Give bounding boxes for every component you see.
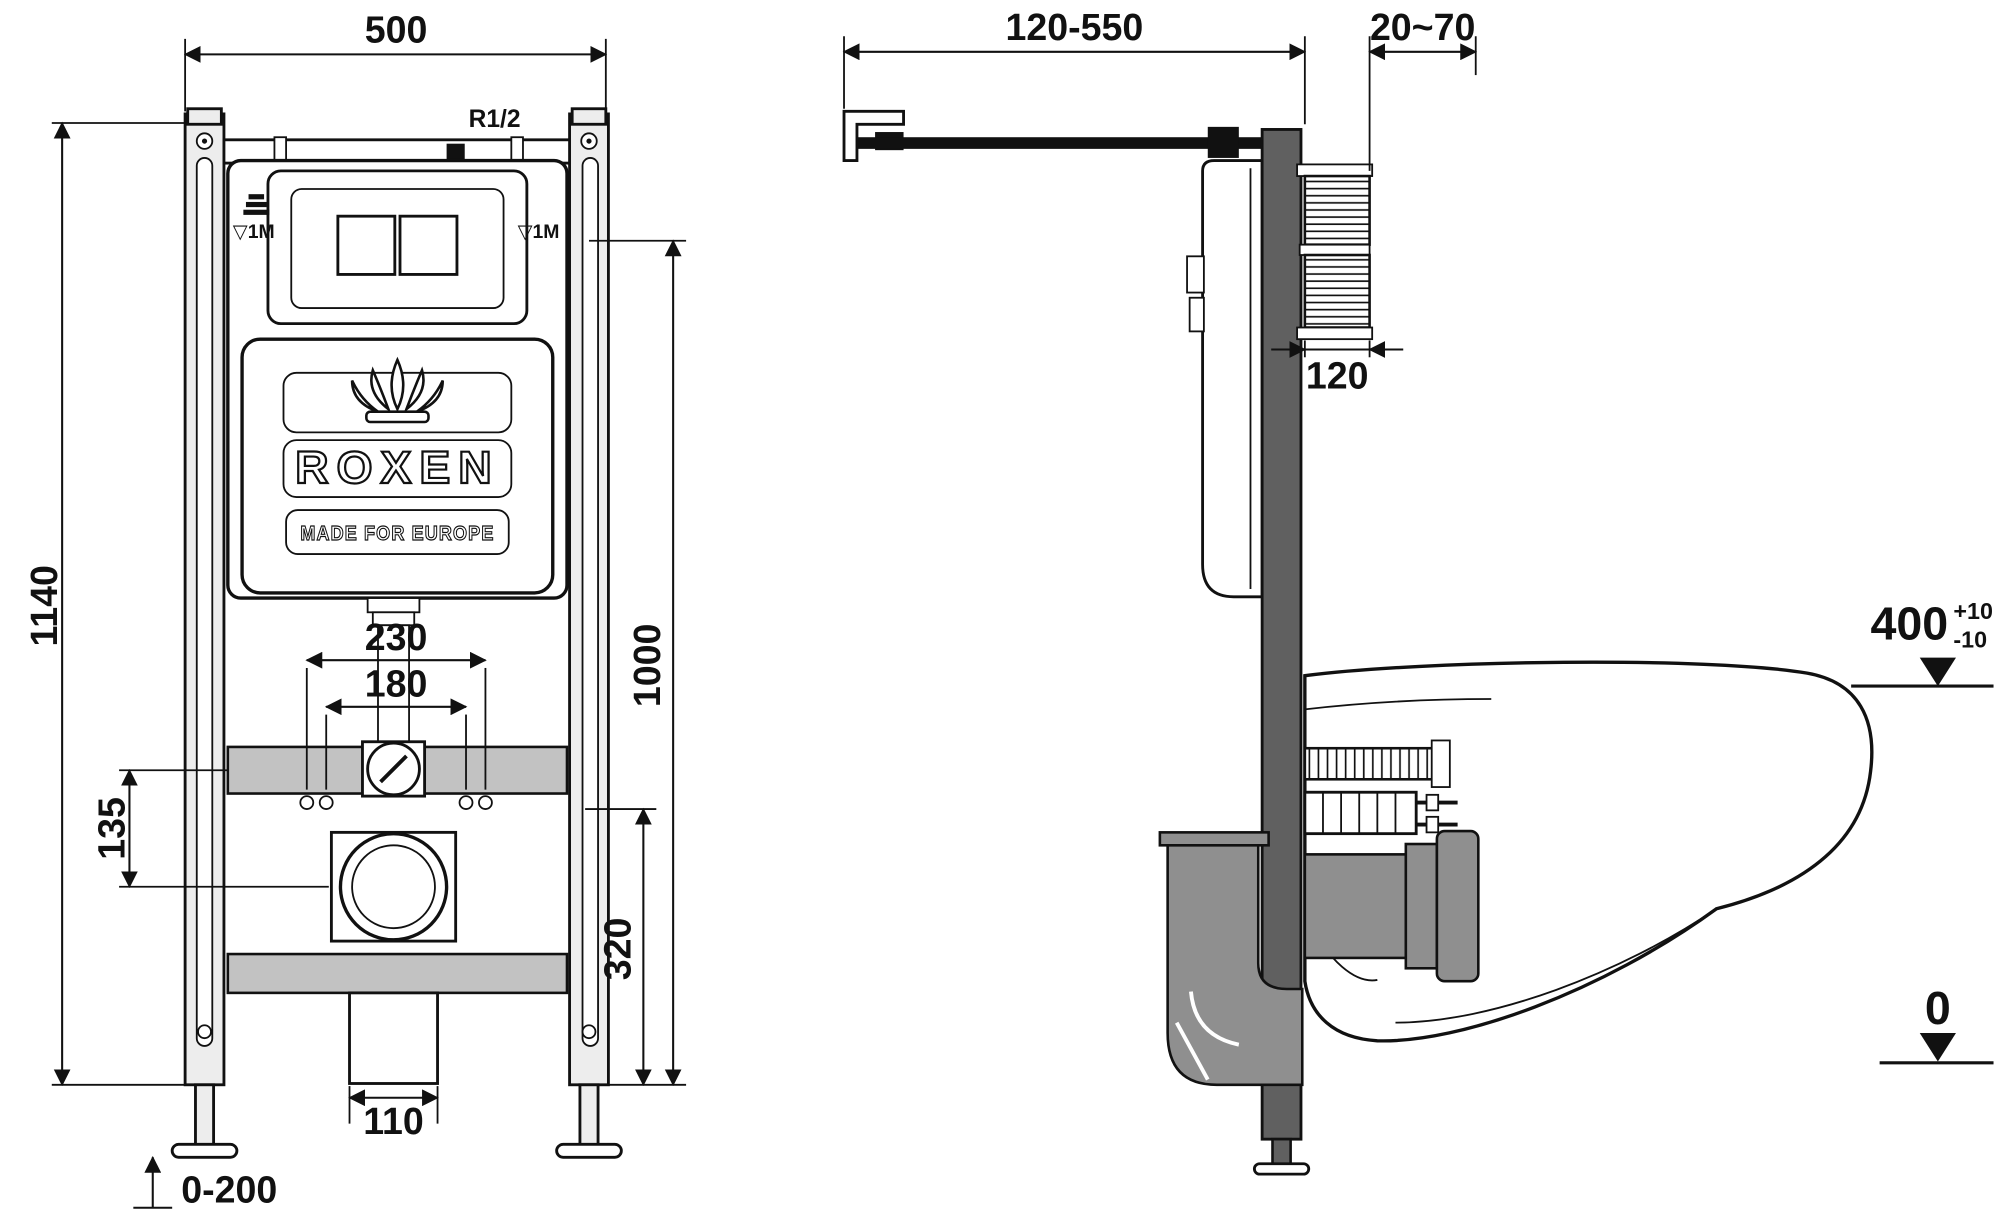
fixing-bolt-hole [458, 795, 474, 810]
drain-pipe-inner [351, 844, 436, 930]
water-mark-right-label: ▽1M [518, 221, 560, 243]
cistern-valve-tab [1186, 255, 1205, 294]
level-label: 400 [1870, 597, 1948, 649]
dim-label: 120-550 [1006, 6, 1144, 48]
flush-bend-spool [1296, 163, 1374, 341]
dim-height-320: 320 [585, 807, 657, 1087]
crown-icon [350, 356, 445, 424]
dim-label: 230 [365, 616, 428, 658]
flush-button-right [398, 214, 459, 276]
dim-180: 180 [324, 662, 468, 790]
level-tolerance-minus: -10 [1953, 626, 1987, 652]
level-triangle-icon [1919, 1033, 1956, 1062]
frame-column [1260, 128, 1303, 1141]
dim-135: 135 [90, 768, 329, 889]
front-view: ▽1M ▽1M ROXEN MADE FOR EUROPE [23, 9, 687, 1210]
dim-wall-20-70: 20~70 [1368, 6, 1478, 171]
brand-name-box [282, 439, 513, 498]
foot-right [578, 1083, 600, 1148]
fixing-bolt-hole [318, 795, 334, 810]
flush-pipe [366, 597, 421, 751]
level-mark-400: 400 +10 -10 [1851, 597, 1994, 688]
mid-crossbar [226, 740, 569, 810]
level-mark-0: 0 [1879, 982, 1994, 1065]
dim-label: 20~70 [1370, 6, 1475, 48]
outlet-pipe [1303, 829, 1480, 983]
flush-button-left [336, 214, 397, 276]
level-label: 0 [1925, 982, 1951, 1034]
wall-support-rod [842, 109, 1263, 162]
bolt-hole-icon [197, 1024, 212, 1040]
drain-assembly [226, 830, 569, 1085]
foot-side [1271, 1137, 1292, 1167]
fixing-bolt-hole [299, 795, 315, 810]
side-view: 120-550 20~70 120 400 +10 -10 0 [842, 6, 1994, 1176]
brand-tagline: MADE FOR EUROPE [300, 522, 494, 545]
cistern-side [1201, 159, 1264, 599]
water-level-icon [243, 194, 270, 215]
rod-clamp [1207, 126, 1239, 158]
logo-panel: ROXEN MADE FOR EUROPE [240, 337, 555, 595]
rail-cap-right [570, 107, 608, 126]
water-inlet-icon [446, 143, 465, 164]
inlet-connector [1303, 746, 1436, 781]
dim-120: 120 [1271, 340, 1404, 396]
bolt-hole-icon [581, 1024, 597, 1040]
foot-plate-side [1252, 1162, 1311, 1176]
support-rod [856, 137, 1263, 149]
dim-width-500: 500 [183, 9, 608, 112]
dim-height-1140: 1140 [23, 121, 186, 1087]
rail-slot-left [195, 157, 214, 1047]
dim-label: 500 [365, 9, 428, 51]
dim-label: 1000 [626, 624, 668, 708]
fixing-bolt-unit [1303, 790, 1418, 836]
fixing-bolt-hole [478, 795, 493, 810]
bolt-dot-icon [586, 138, 592, 144]
rail-cap-left [186, 107, 223, 126]
dim-label: 135 [90, 797, 132, 860]
foot-left [194, 1083, 216, 1148]
rail-slot-right [581, 157, 599, 1047]
dim-label: 1140 [23, 565, 65, 646]
dim-label: 0-200 [181, 1169, 277, 1210]
inlet-label: R1/2 [469, 106, 521, 133]
dim-label: 120 [1306, 354, 1369, 396]
flush-plate [266, 169, 529, 326]
dim-230: 230 [305, 616, 487, 790]
dim-rod-120-550: 120-550 [842, 6, 1307, 125]
dim-foot-0-200: 0-200 [133, 1155, 277, 1210]
toilet-bowl [1303, 660, 1874, 1043]
dim-label: 320 [596, 918, 638, 981]
drain-pipe-icon [338, 831, 449, 942]
dim-label: 180 [365, 662, 428, 704]
bottom-crossbar [226, 952, 569, 995]
dim-label: 110 [363, 1100, 424, 1142]
drain-outlet-box [348, 991, 439, 1085]
water-mark-left-label: ▽1M [233, 221, 275, 243]
bolt-dot-icon [201, 138, 208, 144]
brand-name: ROXEN [295, 442, 500, 493]
level-tolerance-plus: +10 [1953, 598, 1993, 624]
flush-plate-inner [290, 188, 505, 309]
dim-110: 110 [348, 1086, 439, 1142]
cistern-front: ▽1M ▽1M ROXEN MADE FOR EUROPE [226, 158, 569, 600]
foot-plate-left [170, 1142, 239, 1159]
cistern-valve-tab [1188, 296, 1205, 333]
rod-bracket [842, 109, 905, 162]
foot-plate-right [555, 1142, 623, 1159]
drain-elbow [1158, 831, 1304, 1087]
frame-feet [170, 1083, 623, 1159]
brand-tagline-box [285, 509, 510, 555]
bowl-connectors [1303, 739, 1458, 836]
level-triangle-icon [1919, 657, 1956, 687]
